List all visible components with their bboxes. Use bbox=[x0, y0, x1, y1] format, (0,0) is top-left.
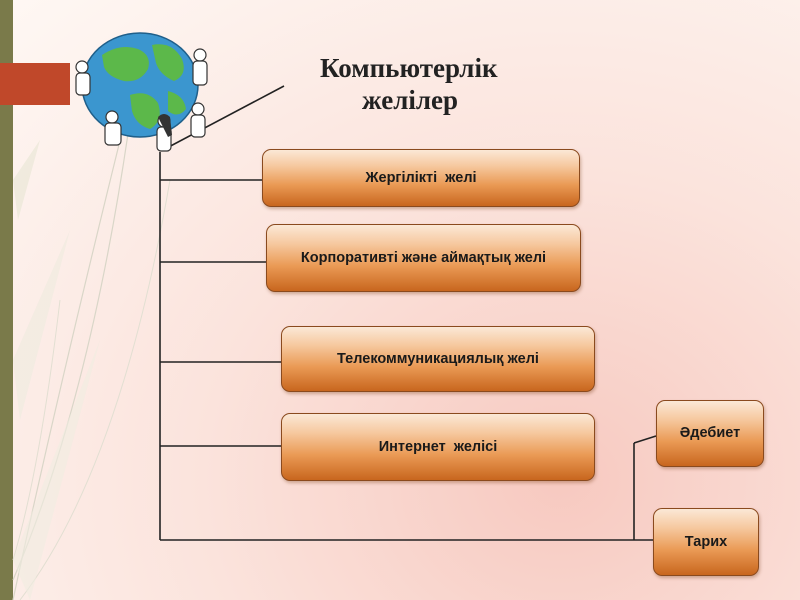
node-local-network: Жергілікті желі bbox=[262, 149, 580, 207]
node-label: Жергілікті желі bbox=[365, 169, 477, 186]
title-line-1: Компьютерлік bbox=[320, 53, 498, 83]
node-label: Әдебиет bbox=[679, 425, 741, 441]
node-label: Телекоммуникациялық желі bbox=[337, 350, 539, 367]
node-label: Корпоративті және аймақтық желі bbox=[300, 249, 547, 266]
node-telecom-network: Телекоммуникациялық желі bbox=[281, 326, 595, 392]
side-accent-bar bbox=[0, 0, 13, 600]
globe-people-icon bbox=[75, 32, 208, 152]
node-internet-network: Интернет желісі bbox=[281, 413, 595, 481]
node-label: Тарих bbox=[684, 533, 728, 550]
node-literature: Әдебиет bbox=[656, 400, 764, 467]
node-history: Тарих bbox=[653, 508, 759, 576]
node-corporate-network: Корпоративті және аймақтық желі bbox=[266, 224, 581, 292]
diagram-title: Компьютерлік желілер bbox=[300, 52, 520, 116]
node-label: Интернет желісі bbox=[378, 438, 498, 455]
title-line-2: желілер bbox=[362, 85, 459, 115]
